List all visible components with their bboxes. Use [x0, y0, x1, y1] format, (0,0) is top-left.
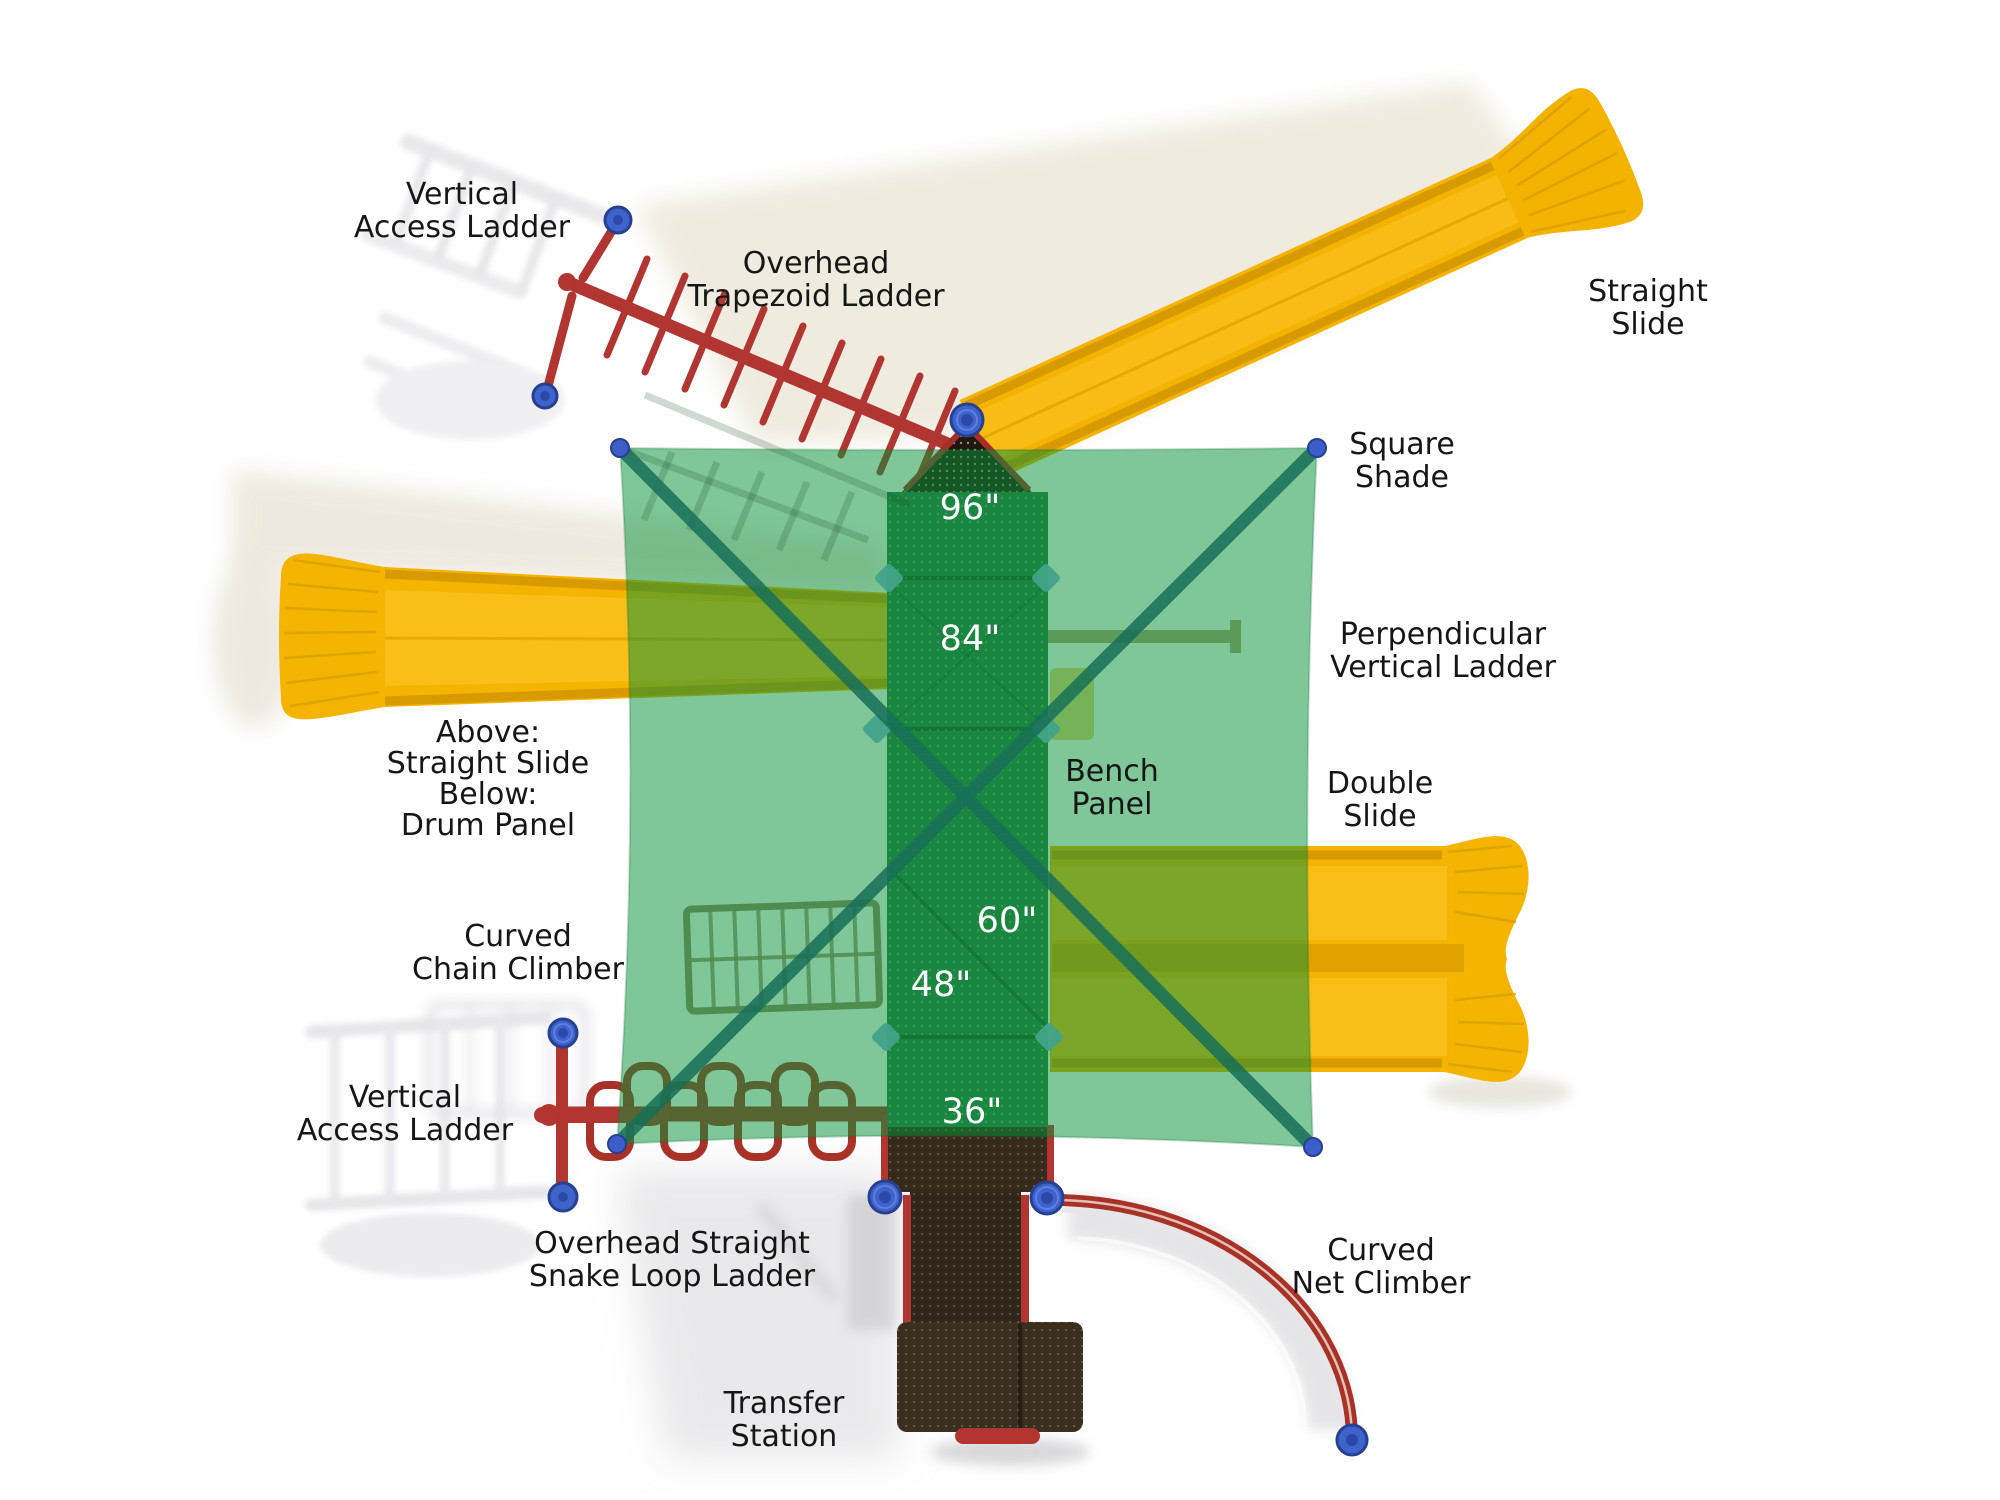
label-line: Access Ladder [296, 1113, 514, 1148]
measurement-84in: 84" [939, 619, 1001, 659]
label-line: Perpendicular [1339, 617, 1547, 652]
label-line: Straight Slide [386, 746, 590, 781]
square-shade-canopy [607, 391, 1327, 1157]
label-line: Chain Climber [412, 952, 624, 987]
trapezoid-cap-upper [603, 205, 633, 235]
trapezoid-cap-lower [531, 382, 559, 410]
transfer-cap-right [1029, 1180, 1065, 1216]
straight-slide-top-right [959, 88, 1644, 481]
label-line: Straight [1588, 274, 1708, 309]
measurement-36in: 36" [941, 1092, 1003, 1132]
vertical-access-ladder-top-ghost [361, 134, 624, 440]
connector-caps [531, 205, 1369, 1457]
measurement-96in: 96" [939, 488, 1001, 528]
label-line: Shade [1355, 460, 1449, 495]
label-line: Below: [438, 777, 538, 812]
label-line: Bench [1065, 754, 1159, 789]
label-line: Vertical [348, 1080, 462, 1115]
net-climber-net-shadow [1061, 1196, 1352, 1439]
trapezoid-ladder-rail [560, 275, 957, 452]
label-line: Slide [1343, 799, 1417, 834]
access-ladder-cap-bottom [547, 1181, 579, 1213]
measurement-48in: 48" [910, 965, 972, 1005]
label-line: Panel [1071, 787, 1153, 822]
label-line: Slide [1611, 307, 1685, 342]
label-line: Vertical Ladder [1330, 650, 1556, 685]
label-line: Square [1349, 427, 1455, 462]
apex-cap [949, 402, 985, 438]
label-curved-chain-climber: Curved Chain Climber [412, 920, 624, 986]
overhead-trapezoid-ladder-frame [542, 219, 959, 491]
label-line: Transfer [723, 1386, 845, 1421]
label-line: Overhead Straight [534, 1226, 810, 1261]
shade-corner-posts [607, 438, 1327, 1157]
label-line: Net Climber [1291, 1266, 1471, 1301]
curved-net-climber [1051, 1194, 1358, 1441]
transfer-station-decks [881, 1115, 1083, 1444]
label-above-straight-slide-below-drum-panel: Above: Straight Slide Below: Drum Panel [387, 717, 589, 841]
label-overhead-trapezoid-ladder: Overhead Trapezoid Ladder [687, 247, 944, 313]
label-line: Curved [464, 919, 572, 954]
label-line: Station [730, 1419, 838, 1454]
label-line: Curved [1327, 1233, 1435, 1268]
label-line: Drum Panel [400, 808, 576, 843]
straight-slide-flare-ribs [1497, 96, 1626, 233]
shadows-layer [213, 82, 1572, 1466]
label-overhead-straight-snake-loop-ladder: Overhead Straight Snake Loop Ladder [529, 1227, 815, 1293]
label-line: Vertical [405, 177, 519, 212]
label-curved-net-climber: Curved Net Climber [1292, 1234, 1471, 1300]
measurement-60in: 60" [976, 901, 1038, 941]
label-perpendicular-vertical-ladder: Perpendicular Vertical Ladder [1330, 618, 1556, 684]
label-straight-slide: Straight Slide [1588, 275, 1708, 341]
label-bench-panel: Bench Panel [1065, 755, 1159, 821]
transfer-station-shadow [615, 1170, 1090, 1466]
double-slide-flare-shadow [1428, 1076, 1572, 1108]
label-transfer-station: Transfer Station [724, 1387, 845, 1453]
label-double-slide: Double Slide [1327, 767, 1433, 833]
label-vertical-access-ladder-top: Vertical Access Ladder [354, 178, 570, 244]
label-vertical-access-ladder-bottom: Vertical Access Ladder [297, 1081, 513, 1147]
vertical-access-ladder-bottom-ghost [305, 1011, 552, 1277]
left-slide-flare-ribs [283, 558, 381, 708]
label-line: Snake Loop Ladder [528, 1259, 816, 1294]
label-line: Above: [435, 715, 541, 750]
left-slide-flare-shadow [213, 552, 297, 728]
net-climber-end-cap [1335, 1423, 1369, 1457]
label-line: Double [1326, 766, 1434, 801]
label-line: Access Ladder [353, 210, 571, 245]
shade-diagonal-cable [610, 441, 1324, 1151]
label-line: Overhead [742, 246, 890, 281]
straight-slide-shadow [635, 82, 1560, 445]
double-slide-flare-ribs [1447, 844, 1525, 1074]
transfer-step [955, 1428, 1040, 1444]
label-line: Trapezoid Ladder [687, 279, 945, 314]
access-ladder-cap-top [547, 1017, 579, 1049]
label-square-shade: Square Shade [1349, 428, 1455, 494]
transfer-cap-left [867, 1179, 903, 1215]
